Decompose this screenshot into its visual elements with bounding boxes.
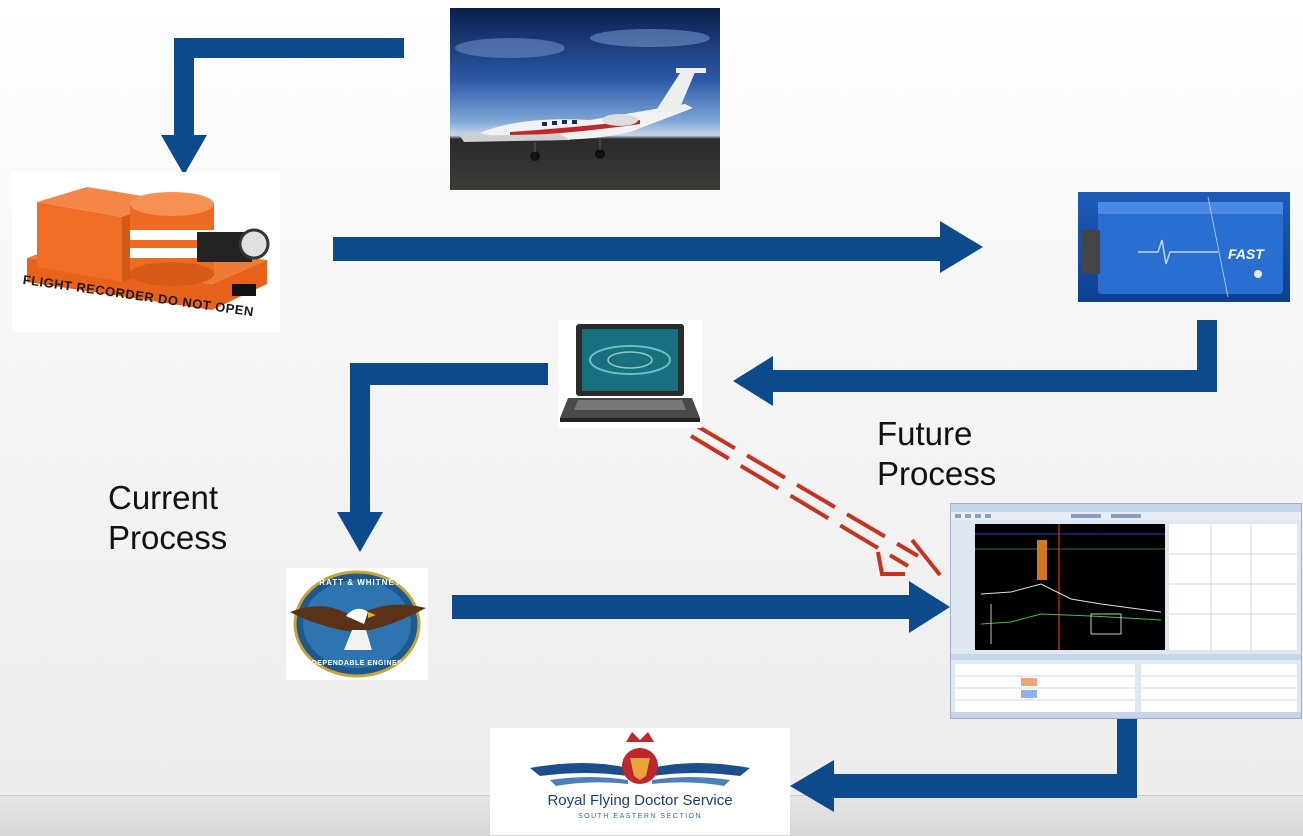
current-process-label: Current Process [108,479,228,556]
rfds-name: Royal Flying Doctor Service [547,792,733,809]
arrow-recorder-to-fast [333,221,983,273]
arrow-fast-to-laptop [733,320,1217,406]
arrow-future-process [689,424,942,577]
fast-unit-label: FAST [1228,246,1264,262]
rfds-logo: Royal Flying Doctor Service SOUTH EASTER… [490,728,790,835]
laptop-image [558,320,702,428]
arrow-aircraft-to-recorder [161,38,404,175]
software-window-icon [951,504,1301,718]
rfds-section: SOUTH EASTERN SECTION [577,813,703,820]
fast-unit-icon [1082,196,1283,298]
flight-recorder-icon [27,187,270,310]
arrow-laptop-to-pw [337,363,548,552]
future-process-label: Future Process [877,415,997,492]
aircraft-photo [450,8,720,190]
arrow-software-to-rfds [790,718,1137,812]
rfds-wings-icon [530,732,750,786]
analysis-software-screenshot [950,503,1302,719]
fast-unit-image: FAST [1078,192,1290,302]
pratt-whitney-logo: PRATT & WHITNEY DEPENDABLE ENGINES [286,568,428,680]
pw-bottom-text: DEPENDABLE ENGINES [311,660,403,667]
pw-top-text: PRATT & WHITNEY [312,578,402,587]
laptop-icon [560,324,700,422]
flight-recorder-image: FLIGHT RECORDER DO NOT OPEN [12,172,280,332]
arrow-pw-to-software [452,581,950,633]
eagle-icon [290,570,426,678]
aircraft-icon [455,29,710,161]
